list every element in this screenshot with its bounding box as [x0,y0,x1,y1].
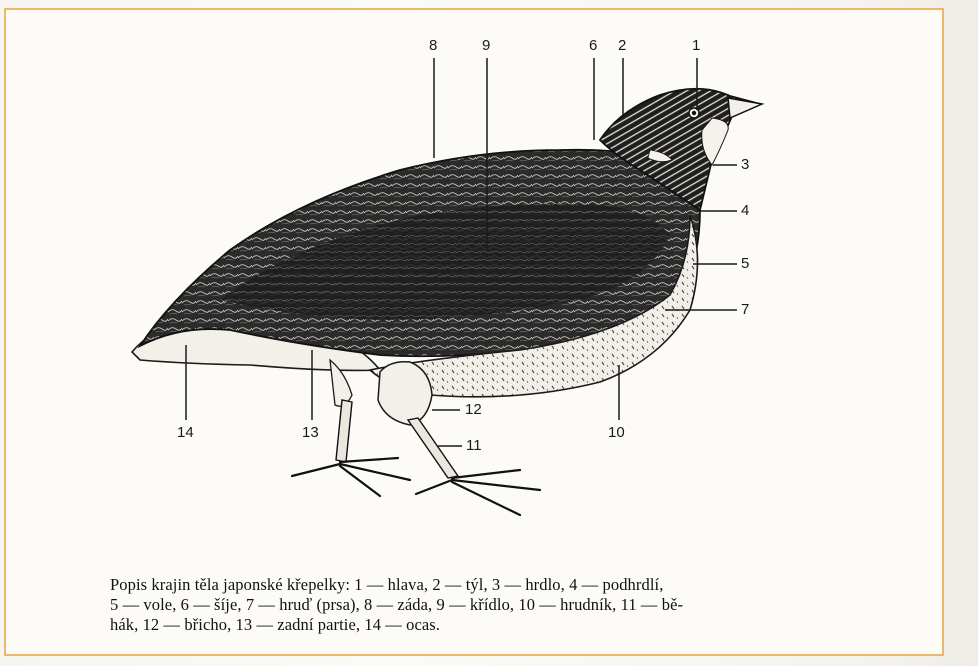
quail-front-leg [408,418,458,478]
figure-caption: Popis krajin těla japonské křepelky: 1 —… [110,575,880,635]
quail-thigh [378,362,432,425]
caption-line-3: hák, 12 — břicho, 13 — zadní partie, 14 … [110,615,880,635]
label-11: 11 [466,438,482,454]
label-2: 2 [618,38,626,54]
label-5: 5 [741,256,749,272]
label-14: 14 [177,425,194,441]
quail-beak [728,98,762,118]
caption-line-1: Popis krajin těla japonské křepelky: 1 —… [110,575,880,595]
label-4: 4 [741,203,749,219]
quail-front-foot [416,470,540,515]
label-13: 13 [302,425,319,441]
label-6: 6 [589,38,597,54]
caption-line-2: 5 — vole, 6 — šíje, 7 — hruď (prsa), 8 —… [110,595,880,615]
quail-rear-leg [336,400,352,462]
label-3: 3 [741,157,749,173]
label-8: 8 [429,38,437,54]
label-7: 7 [741,302,749,318]
label-12: 12 [465,402,482,418]
label-10: 10 [608,425,625,441]
label-1: 1 [692,38,700,54]
quail-rear-foot [292,458,410,496]
label-9: 9 [482,38,490,54]
